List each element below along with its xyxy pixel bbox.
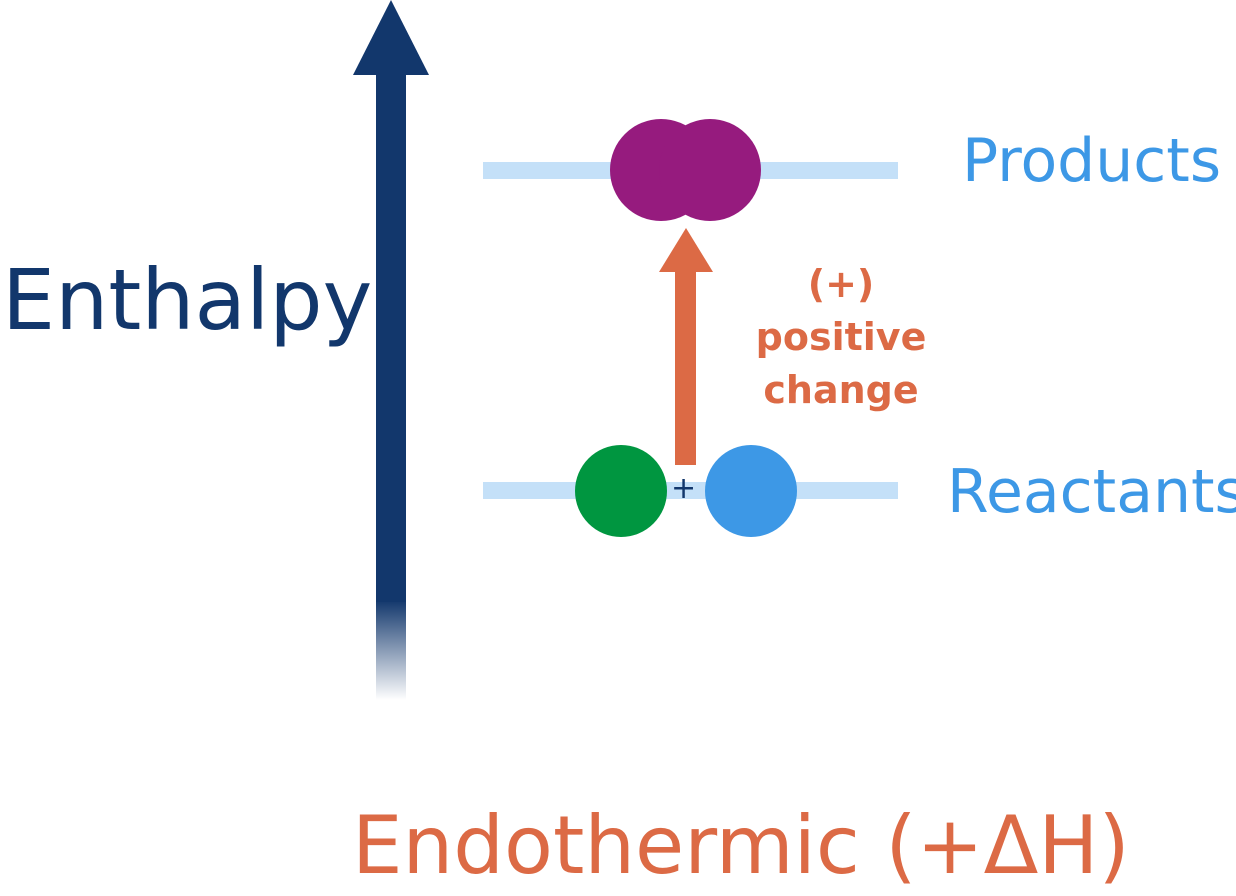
reaction-arrowhead	[659, 228, 713, 272]
axis-shaft-fade	[376, 600, 406, 700]
products-label: Products	[962, 126, 1222, 196]
axis-shaft	[376, 72, 406, 602]
product-molecule-icon	[610, 119, 761, 221]
reactants-label: Reactants	[947, 457, 1236, 527]
reactant-atom-green-icon	[575, 445, 667, 537]
change-word-change: change	[763, 368, 919, 413]
change-sign-text: (+)	[807, 262, 875, 306]
reactant-atom-blue-icon	[705, 445, 797, 537]
product-atom-right	[659, 119, 761, 221]
enthalpy-axis-arrow	[353, 0, 429, 700]
positive-change-label: (+) positive change	[752, 258, 930, 418]
up-arrow-icon	[659, 228, 713, 465]
endothermic-title: Endothermic (+ΔH)	[352, 799, 1130, 892]
axis-arrowhead-icon	[353, 0, 429, 75]
reaction-arrow-shaft	[675, 268, 696, 465]
enthalpy-axis-label: Enthalpy	[2, 251, 373, 349]
change-word-positive: positive	[755, 315, 927, 360]
plus-sign: +	[671, 471, 697, 506]
